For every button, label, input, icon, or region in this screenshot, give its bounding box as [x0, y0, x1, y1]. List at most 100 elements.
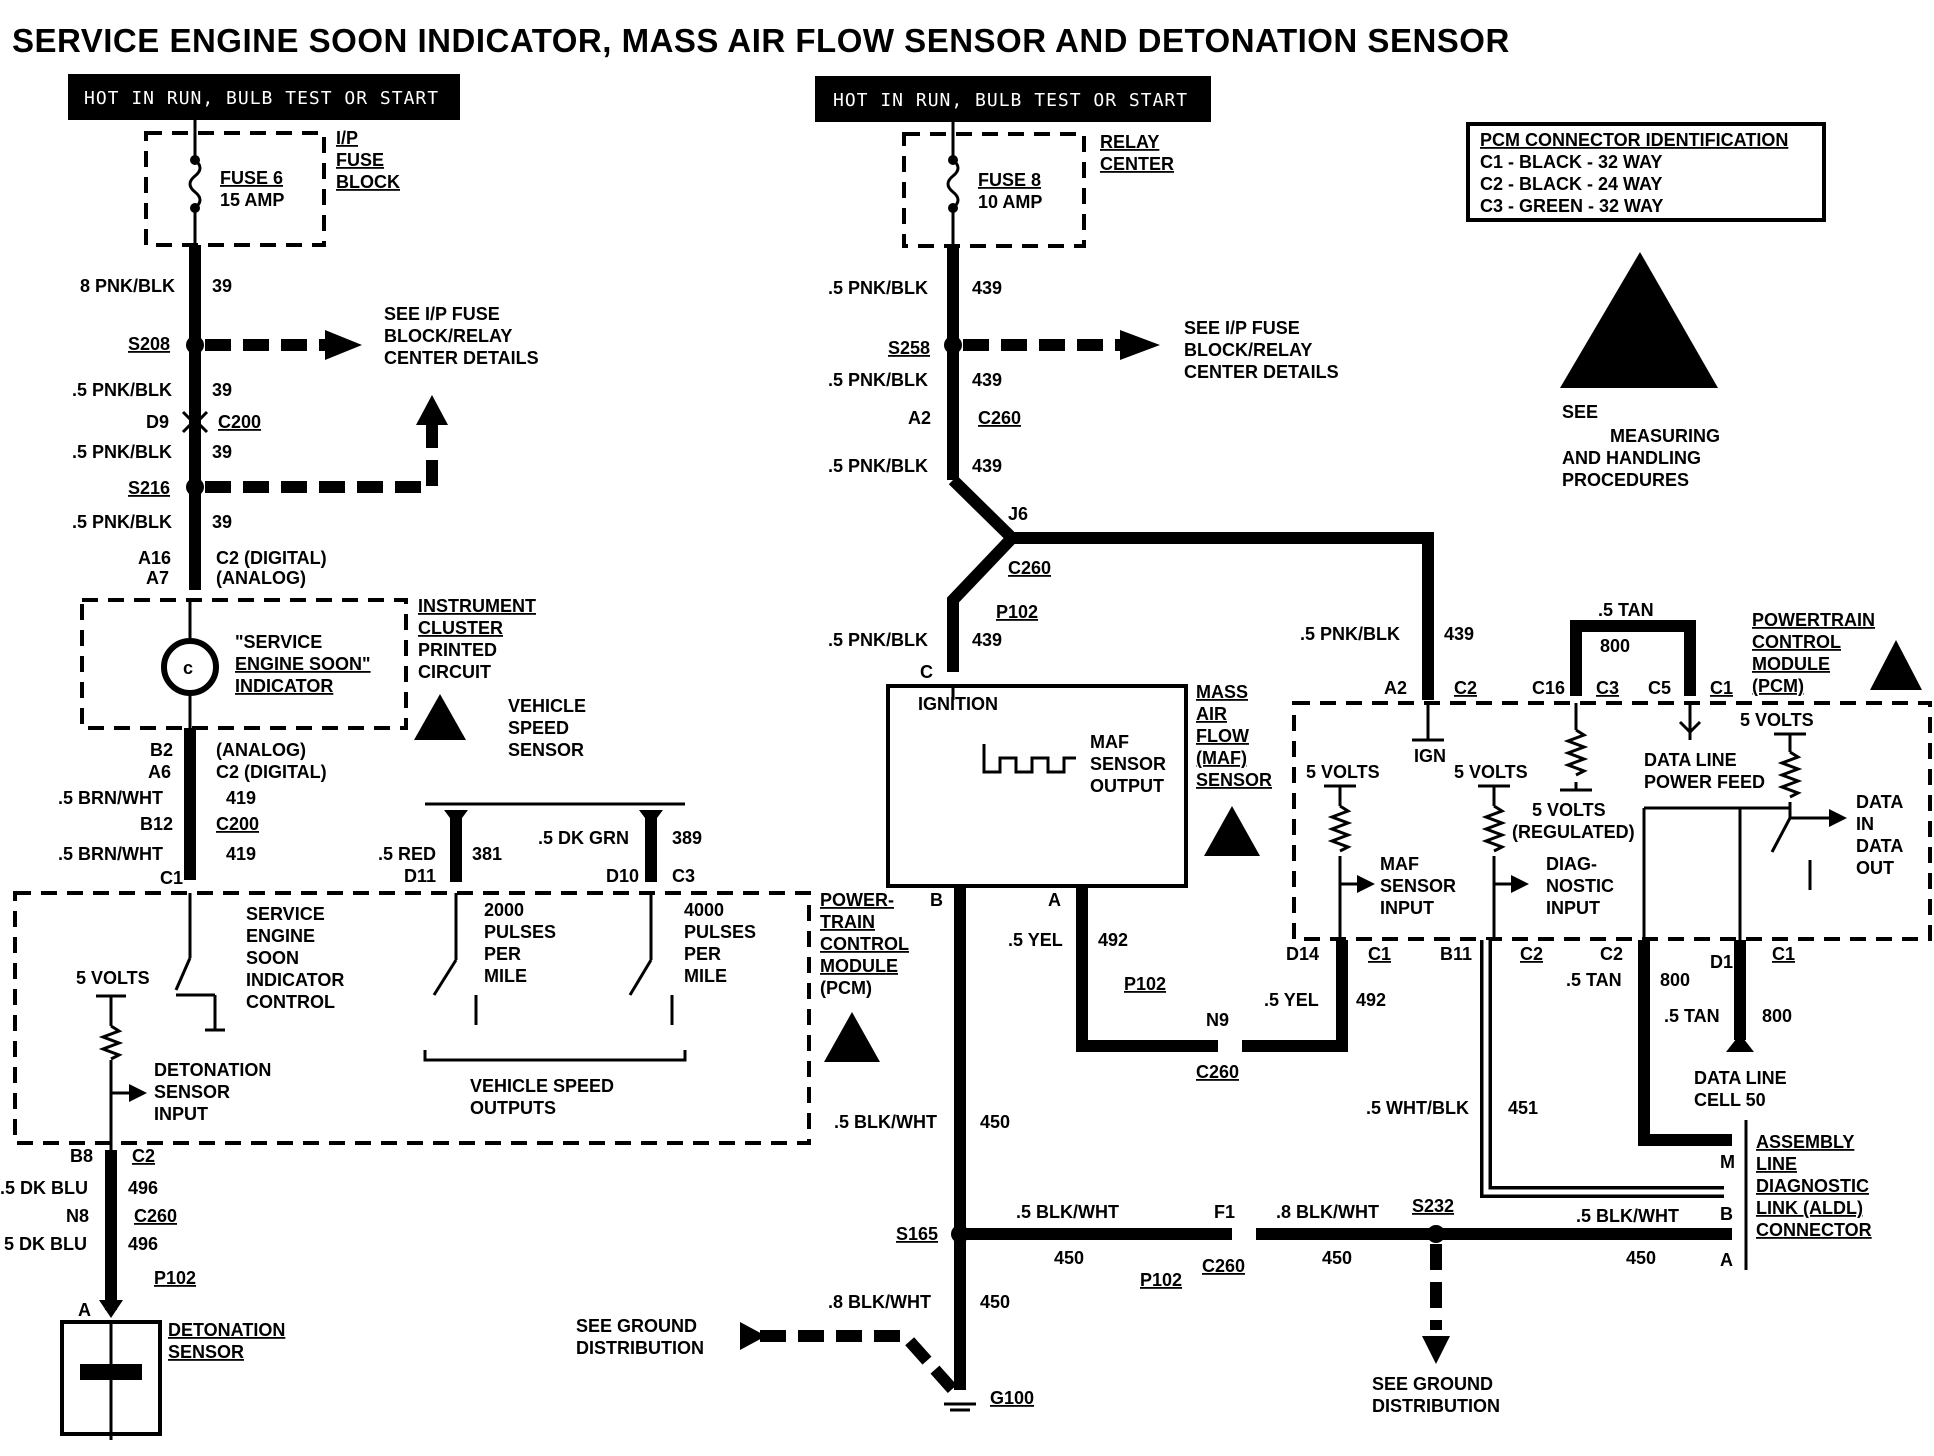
- circuit-number: 450: [1054, 1248, 1084, 1268]
- circuit-number: 496: [128, 1178, 158, 1198]
- pin-label: C16: [1532, 678, 1565, 698]
- circuit-number: 389: [672, 828, 702, 848]
- circuit-number: 450: [980, 1292, 1010, 1312]
- ses-control-text: SOON: [246, 948, 299, 968]
- connector-p102: P102: [1140, 1270, 1182, 1290]
- five-volts-label: 5 VOLTS: [1740, 710, 1814, 730]
- fuse-6-label: FUSE 6: [220, 168, 283, 188]
- wire-label: .5 DK BLU: [0, 1178, 88, 1198]
- wire-label: .5 DK GRN: [538, 828, 629, 848]
- hot-label-center: HOT IN RUN, BULB TEST OR START: [833, 90, 1188, 111]
- circuit-number: 451: [1508, 1098, 1538, 1118]
- wire-label: .5 PNK/BLK: [828, 278, 928, 298]
- pin-label: A2: [1384, 678, 1407, 698]
- maf-input-text: MAF: [1380, 854, 1419, 874]
- splice-s232: S232: [1412, 1196, 1454, 1216]
- connector-c2: C2: [132, 1146, 155, 1166]
- pin-label: C1: [160, 868, 183, 888]
- pcm-box-right: [1292, 701, 1932, 941]
- ignition-label: IGNITION: [918, 694, 998, 714]
- connector-c2: C2: [1520, 944, 1543, 964]
- circuit-number: 450: [1626, 1248, 1656, 1268]
- data-in-out-text: DATA: [1856, 836, 1903, 856]
- ses-control-text: CONTROL: [246, 992, 335, 1012]
- circuit-number: 450: [980, 1112, 1010, 1132]
- maf-sensor-label: (MAF): [1196, 748, 1247, 768]
- wire-label: .5 PNK/BLK: [828, 630, 928, 650]
- pin-label: C3: [672, 866, 695, 886]
- esd-warning-icon-large: [1560, 252, 1718, 388]
- instrument-cluster-box: [80, 598, 408, 730]
- center-circuit: FUSE 8 10 AMP RELAY CENTER .5 PNK/BLK 43…: [576, 122, 1732, 1416]
- data-in-out-text: OUT: [1856, 858, 1894, 878]
- fuse-block-label-2: FUSE: [336, 150, 384, 170]
- connector-c260: C260: [134, 1206, 177, 1226]
- see-fuse-text: SEE I/P FUSE: [384, 304, 500, 324]
- maf-sensor-label: AIR: [1196, 704, 1227, 724]
- esd-warning-icon: [1204, 806, 1260, 856]
- pin-label: B2: [150, 740, 173, 760]
- splice-s258: S258: [888, 338, 930, 358]
- pcm-label: POWERTRAIN: [1752, 610, 1875, 630]
- wire-label: .5 BLK/WHT: [1576, 1206, 1679, 1226]
- cluster-label: CLUSTER: [418, 618, 503, 638]
- wire-label: .5 BRN/WHT: [58, 844, 163, 864]
- pcm-label: POWER-: [820, 890, 894, 910]
- pin-label: C2: [1600, 944, 1623, 964]
- pcm-label: MODULE: [820, 956, 898, 976]
- pin-label: B: [930, 890, 943, 910]
- see-fuse-text: SEE I/P FUSE: [1184, 318, 1300, 338]
- wire-label: .8 BLK/WHT: [828, 1292, 931, 1312]
- wire-label: .5 BLK/WHT: [1016, 1202, 1119, 1222]
- circuit-number: 439: [972, 630, 1002, 650]
- pin-label: A: [78, 1300, 91, 1320]
- right-circuit: PCM CONNECTOR IDENTIFICATION C1 - BLACK …: [1286, 122, 1932, 1270]
- pin-label: A: [1720, 1250, 1733, 1270]
- detonation-sensor-label: DETONATION: [168, 1320, 285, 1340]
- wire-label: .5 PNK/BLK: [72, 512, 172, 532]
- pulses-text: PULSES: [684, 922, 756, 942]
- pin-label: C5: [1648, 678, 1671, 698]
- esd-warning-icon: [824, 1012, 880, 1062]
- wire-label: .5 PNK/BLK: [72, 442, 172, 462]
- circuit-number: 419: [226, 788, 256, 808]
- maf-sensor-box: [886, 684, 1188, 888]
- circuit-number: 450: [1322, 1248, 1352, 1268]
- pin-label: M: [1720, 1152, 1735, 1172]
- pin-label: B8: [70, 1146, 93, 1166]
- maf-input-text: INPUT: [1380, 898, 1434, 918]
- esd-text: SEE: [1562, 402, 1598, 422]
- pcm-connector-row: C1 - BLACK - 32 WAY: [1480, 152, 1662, 172]
- pulses-text: PER: [484, 944, 521, 964]
- analog-label: (ANALOG): [216, 740, 306, 760]
- data-line-cell-text: CELL 50: [1694, 1090, 1766, 1110]
- diag-input-text: NOSTIC: [1546, 876, 1614, 896]
- fuse-6-rating: 15 AMP: [220, 190, 284, 210]
- pcm-label: MODULE: [1752, 654, 1830, 674]
- hot-label-left: HOT IN RUN, BULB TEST OR START: [84, 88, 439, 109]
- wire-label: .5 PNK/BLK: [72, 380, 172, 400]
- connector-c3: C3: [1596, 678, 1619, 698]
- see-ground-text: DISTRIBUTION: [1372, 1396, 1500, 1416]
- fuse-8-label: FUSE 8: [978, 170, 1041, 190]
- pin-label: N8: [66, 1206, 89, 1226]
- ses-control-text: ENGINE: [246, 926, 315, 946]
- pulses-text: PER: [684, 944, 721, 964]
- circuit-number: 800: [1762, 1006, 1792, 1026]
- pin-label: D14: [1286, 944, 1319, 964]
- wire-label: .5 PNK/BLK: [828, 370, 928, 390]
- connector-p102: P102: [996, 602, 1038, 622]
- pulses-text: MILE: [484, 966, 527, 986]
- wire-label: 8 PNK/BLK: [80, 276, 175, 296]
- splice-s165: S165: [896, 1224, 938, 1244]
- connector-c1: C1: [1772, 944, 1795, 964]
- fuse-block-label-1: I/P: [336, 128, 358, 148]
- hot-label-box-left: [68, 74, 460, 120]
- connector-c260: C260: [1202, 1256, 1245, 1276]
- pin-label: N9: [1206, 1010, 1229, 1030]
- maf-output-text: MAF: [1090, 732, 1129, 752]
- vss-label: VEHICLE: [508, 696, 586, 716]
- pin-label: J6: [1008, 504, 1028, 524]
- see-fuse-text: BLOCK/RELAY: [384, 326, 512, 346]
